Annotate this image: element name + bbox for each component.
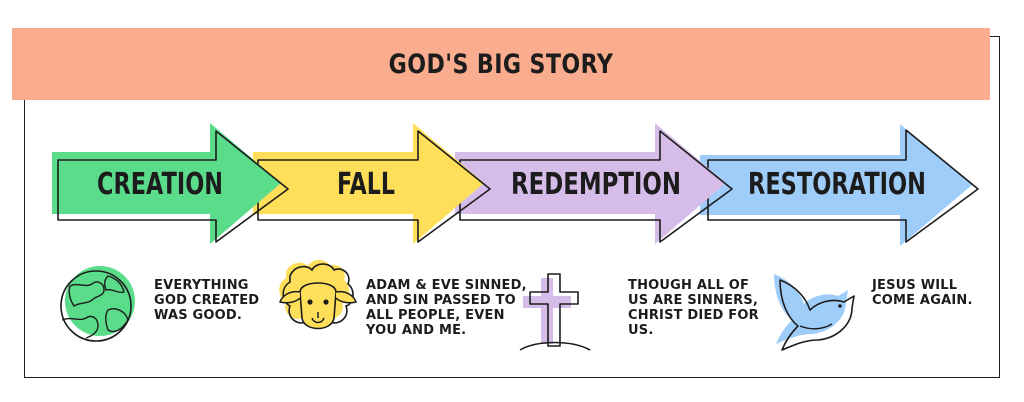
arrow-fall xyxy=(253,123,491,244)
stage-label-redemption: REDEMPTION xyxy=(511,167,681,202)
description-line: YOU AND ME. xyxy=(366,323,467,338)
stage-label-restoration: RESTORATION xyxy=(748,167,926,202)
description-line: CHRIST DIED FOR xyxy=(628,308,759,323)
stage-label-fall: FALL xyxy=(337,167,395,202)
title-banner: GOD'S BIG STORY xyxy=(12,28,990,100)
description-line: GOD CREATED xyxy=(154,293,260,308)
description-line: COME AGAIN. xyxy=(872,293,973,308)
dove-icon xyxy=(774,274,855,351)
arrow-restoration xyxy=(700,124,979,246)
description-line: THOUGH ALL OF xyxy=(628,278,750,293)
stage-description-creation: EVERYTHING GOD CREATED WAS GOOD. xyxy=(154,278,259,323)
description-line: WAS GOOD. xyxy=(154,308,243,323)
arrow-creation xyxy=(52,123,289,244)
stage-description-redemption: THOUGH ALL OF US ARE SINNERS, CHRIST DIE… xyxy=(628,278,759,338)
page-title: GOD'S BIG STORY xyxy=(388,48,614,80)
description-line: AND SIN PASSED TO xyxy=(366,293,516,308)
stage-description-fall: ADAM & EVE SINNED, AND SIN PASSED TO ALL… xyxy=(366,278,527,338)
description-line: ALL PEOPLE, EVEN xyxy=(366,308,505,323)
description-line: EVERYTHING xyxy=(154,278,249,293)
earth-icon xyxy=(60,266,135,342)
arrow-redemption xyxy=(455,123,733,244)
sheep-icon xyxy=(279,260,357,330)
description-line: US ARE SINNERS, xyxy=(628,293,759,308)
description-line: US. xyxy=(628,323,654,338)
description-line: JESUS WILL xyxy=(872,278,958,293)
description-line: ADAM & EVE SINNED, xyxy=(366,278,527,293)
stage-description-restoration: JESUS WILL COME AGAIN. xyxy=(872,278,973,308)
cross-icon xyxy=(519,273,591,351)
stage-label-creation: CREATION xyxy=(97,167,223,202)
